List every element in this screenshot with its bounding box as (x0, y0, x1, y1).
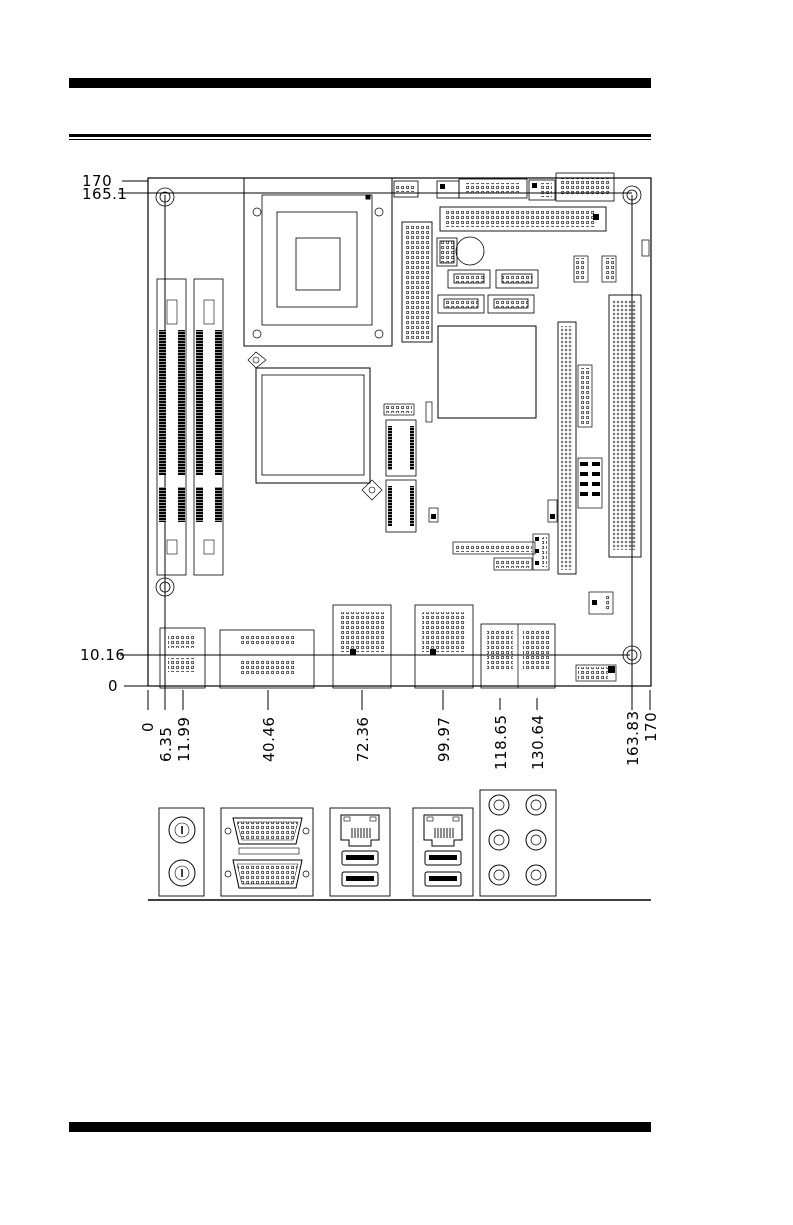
usb-header-1 (574, 256, 588, 282)
usb-port-2b-icon (425, 872, 461, 886)
usb-port-1a-icon (342, 851, 378, 865)
serial-port-icon (225, 818, 309, 844)
x-dimension-labels: 0 6.35 11.99 40.46 72.36 99.97 118.65 13… (139, 711, 660, 771)
y-dimension-labels: 170 165.1 10.16 0 (80, 172, 127, 695)
x-label-0: 0 (139, 722, 157, 732)
southbridge-chip (438, 326, 536, 418)
x-label-6-35: 6.35 (157, 727, 175, 762)
vga-port-icon (225, 860, 309, 888)
expansion-header-short (578, 365, 592, 427)
io-lan-usb-2 (413, 808, 473, 896)
board-lan-usb-1 (333, 605, 391, 688)
board-ps2-stack (160, 628, 205, 688)
small-jumper-center (429, 508, 438, 522)
io-com-vga-ports (221, 808, 313, 896)
y-dimension-leaders (118, 181, 632, 686)
cmos-battery (437, 237, 484, 266)
expansion-header-long (558, 322, 576, 574)
top-connector-strip (459, 179, 527, 198)
board-vga-com-stack (220, 630, 314, 688)
atx-power-connector (402, 222, 432, 342)
board-audio-stack (481, 624, 555, 688)
top-right-header (556, 173, 614, 201)
usb-port-2a-icon (425, 851, 461, 865)
usb-header-2 (602, 256, 616, 282)
io-panel (148, 790, 651, 900)
audio-jack-icons (489, 795, 546, 885)
dimm-slot-2 (194, 279, 223, 575)
small-jumper-right (548, 500, 557, 522)
front-panel-header-long (453, 542, 535, 554)
lan-port-1-icon (341, 815, 379, 846)
io-audio-jacks (480, 790, 556, 896)
audio-header (576, 665, 616, 681)
pci-slot (609, 295, 641, 557)
ps2-mouse-icon (169, 860, 195, 886)
top-jumper-block (529, 180, 555, 200)
northbridge-chip (248, 352, 382, 500)
mini-header-center (384, 404, 414, 415)
x-label-118-65: 118.65 (492, 715, 510, 771)
x-label-130-64: 130.64 (529, 715, 547, 771)
ps2-keyboard-icon (169, 817, 195, 843)
board-outline (148, 178, 651, 686)
front-panel-jumpers (533, 534, 549, 570)
x-label-11-99: 11.99 (175, 717, 193, 762)
front-panel-header-short (494, 558, 532, 570)
sata-connectors (438, 270, 538, 313)
x-label-72-36: 72.36 (354, 717, 372, 762)
y-label-10-16: 10.16 (80, 646, 125, 664)
y-label-165-1: 165.1 (82, 185, 127, 203)
minipcie-slot-1 (386, 420, 416, 476)
x-label-99-97: 99.97 (435, 717, 453, 762)
center-jumper-small (426, 402, 432, 422)
io-lan-usb-1 (330, 808, 390, 896)
minipcie-slot-2 (386, 480, 416, 532)
dimm-slot-1 (157, 279, 186, 575)
x-label-170: 170 (642, 712, 660, 742)
usb-port-1b-icon (342, 872, 378, 886)
top-small-header (437, 181, 459, 198)
fan-header-cpu (394, 181, 418, 197)
lower-right-header (589, 592, 613, 614)
side-small-header (642, 240, 649, 256)
jumper-array (578, 458, 602, 508)
x-label-40-46: 40.46 (260, 717, 278, 762)
io-ps2-ports (159, 808, 204, 896)
board-lan-usb-2 (415, 605, 473, 688)
ide-connector (440, 207, 606, 231)
x-label-163-83: 163.83 (624, 711, 642, 767)
y-label-0: 0 (108, 677, 118, 695)
lan-port-2-icon (424, 815, 462, 846)
cpu-socket (244, 178, 392, 346)
